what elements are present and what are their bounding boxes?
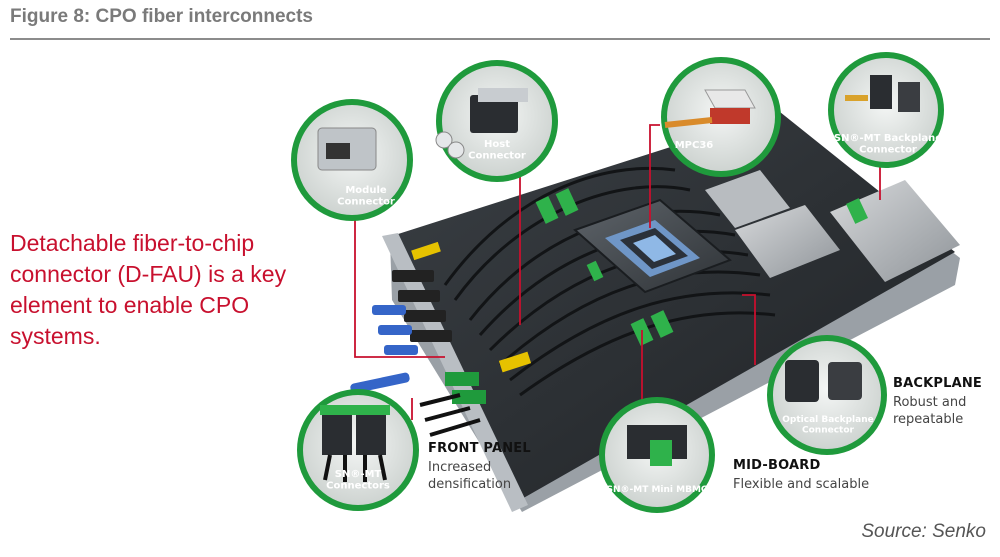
desc-line: Increased: [428, 460, 492, 475]
fiber-path: [509, 291, 771, 382]
desc-line: repeatable: [893, 412, 964, 427]
section-mid-board: MID-BOARD Flexible and scalable: [733, 458, 869, 493]
mpc36-body: [710, 108, 750, 124]
green-front-connector: [452, 390, 486, 404]
title-rule: [10, 38, 990, 40]
pluggable-module: [392, 270, 434, 282]
fiber-path: [499, 270, 761, 367]
pluggable-module: [404, 310, 446, 322]
section-desc-backplane: Robust and repeatable: [893, 394, 982, 428]
desc-line: Robust and: [893, 395, 967, 410]
chip-die-core: [633, 235, 676, 262]
snmt-connector-block: [322, 415, 352, 455]
switch-asic: [573, 198, 732, 294]
callout-label-line: Connector: [859, 145, 917, 156]
latch: [411, 241, 441, 261]
fiber-boot: [447, 141, 465, 159]
green-connector: [586, 260, 604, 282]
leader-module: [354, 205, 445, 358]
leader-lines: [354, 124, 881, 420]
callout-label-line: Connector: [337, 197, 395, 208]
callout-label-line: Host: [484, 139, 510, 150]
section-desc-mid-board: Flexible and scalable: [733, 476, 869, 493]
blue-pull-tab: [350, 372, 410, 394]
callout-label-line: SN®-MT Mini MBMC: [606, 485, 707, 495]
green-front-connector: [445, 372, 479, 386]
green-connector: [650, 310, 674, 338]
section-front-panel: FRONT PANEL Increased densification: [428, 441, 531, 493]
optical-backplane-shape: [785, 360, 819, 402]
mpc36-ferrule: [704, 89, 756, 109]
latch: [498, 351, 532, 373]
desc-line: Flexible and scalable: [733, 477, 870, 492]
blue-pull-tab: [378, 325, 412, 335]
psu-block: [830, 180, 960, 282]
backplane-connector-shape: [898, 82, 920, 112]
blue-pull-tab: [384, 345, 418, 355]
callout-label-line: Module: [345, 185, 387, 196]
lead-text: Detachable fiber-to-chip connector (D-FA…: [10, 230, 287, 349]
callout-label-line: Optical Backplane: [782, 415, 873, 425]
mpc36-ribbon: [664, 117, 713, 128]
latch-details: [411, 241, 532, 373]
leader-backplane: [742, 294, 756, 365]
chassis: [382, 112, 960, 512]
callout-label-line: Connectors: [326, 481, 390, 492]
callout-label-line: SN®-MT Backplane: [834, 133, 942, 144]
fiber-path: [443, 166, 676, 286]
host-connector-shape: [470, 95, 518, 133]
leader-mpc36: [649, 124, 660, 228]
module-connector-port: [326, 143, 350, 159]
callout-label-mpc36: MPC36: [675, 140, 714, 151]
cage-block: [705, 170, 790, 228]
callout-label-line: Connector: [802, 425, 855, 435]
figure-title: Figure 8: CPO fiber interconnects: [10, 6, 313, 27]
green-connector: [846, 198, 868, 224]
front-fiber-cable: [419, 393, 481, 437]
callout-label-line: Connector: [468, 151, 526, 162]
desc-line: densification: [428, 477, 512, 492]
pluggable-module: [410, 330, 452, 342]
section-backplane: BACKPLANE Robust and repeatable: [893, 376, 982, 428]
callout-label-snmt-mini: SN®-MT Mini MBMC: [606, 485, 707, 495]
source-credit: Source: Senko: [861, 521, 986, 542]
section-title-front-panel: FRONT PANEL: [428, 441, 531, 456]
section-title-backplane: BACKPLANE: [893, 376, 983, 391]
callout-label-line: MPC36: [675, 140, 714, 151]
green-connector: [535, 196, 559, 224]
callout-snmt-mini: SN®-MT Mini MBMC: [599, 397, 715, 513]
green-connector: [555, 188, 579, 216]
backplane-connector-shape: [870, 75, 892, 109]
snmt-green-housing: [320, 405, 390, 415]
optical-backplane-shape: [828, 362, 862, 400]
fiber-boot: [435, 131, 453, 149]
callout-mpc36: MPC36: [661, 57, 781, 177]
pluggable-module: [398, 290, 440, 302]
blue-pull-tab: [372, 305, 406, 315]
section-desc-front-panel: Increased densification: [428, 459, 531, 493]
snmt-connector-block: [356, 415, 386, 455]
snmt-fibers: [323, 454, 387, 482]
host-connector-shell: [478, 88, 528, 102]
fiber-path: [519, 311, 776, 397]
section-title-mid-board: MID-BOARD: [733, 458, 821, 473]
front-pluggables: [350, 270, 486, 437]
callout-label-line: SN®-MT: [335, 469, 382, 480]
heatsink-block: [735, 205, 840, 278]
chassis-top: [395, 112, 955, 500]
mini-mbmc-green: [650, 440, 672, 466]
